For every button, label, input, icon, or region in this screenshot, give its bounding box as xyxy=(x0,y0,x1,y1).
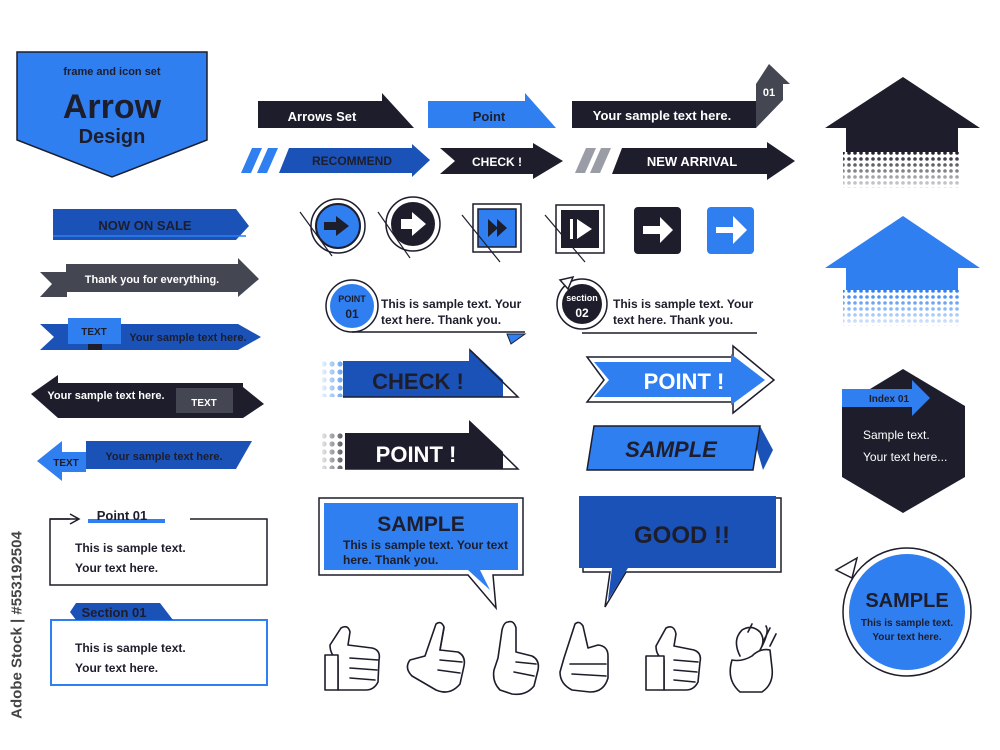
now-on-sale-label: NOW ON SALE xyxy=(98,218,191,233)
ribbon-point: Point xyxy=(428,93,556,128)
sample-text-label: Your sample text here. xyxy=(129,332,246,344)
badge-point-line2: text here. Thank you. xyxy=(381,313,501,327)
bubble-sample-title: SAMPLE xyxy=(377,513,465,536)
circle-sample: SAMPLE This is sample text. Your text he… xyxy=(834,547,972,677)
text-tag-dark-label: TEXT xyxy=(191,398,217,409)
ribbon-text-sample-blue: TEXT Your sample text here. xyxy=(40,318,261,350)
ribbon-new-arrival: NEW ARRIVAL xyxy=(575,142,795,180)
ribbon-arrows-set: Arrows Set xyxy=(258,93,414,128)
ribbon-check-label: CHECK ! xyxy=(472,155,522,169)
ribbon-sample-text-dark: Your sample text here. TEXT xyxy=(31,375,264,418)
square-skip-dark-icon xyxy=(544,204,605,263)
thank-you-label: Thank you for everything. xyxy=(85,274,219,286)
section-01-label: Section 01 xyxy=(81,605,146,620)
house-arrow-dark xyxy=(825,77,980,188)
text-tag-label: TEXT xyxy=(81,327,107,338)
pointing-up-hand-icon xyxy=(492,620,540,696)
sample-text-dark-label: Your sample text here. xyxy=(47,390,164,402)
badge-point-number: 01 xyxy=(345,307,359,321)
pointing-up-right-hand-icon xyxy=(559,621,609,693)
square-arrow-blue-icon xyxy=(707,207,754,254)
point-01-label: Point 01 xyxy=(97,508,148,523)
point-box-line1: This is sample text. xyxy=(75,541,186,555)
circle-sample-title: SAMPLE xyxy=(865,590,948,612)
speech-bubble-good: GOOD !! xyxy=(579,496,782,608)
bubble-good-label: GOOD !! xyxy=(634,522,730,549)
ribbon-point-label: Point xyxy=(473,109,506,124)
house-arrow-blue xyxy=(825,216,980,326)
section-box-line1: This is sample text. xyxy=(75,641,186,655)
ribbon-arrows-set-label: Arrows Set xyxy=(288,109,357,124)
big-check-ribbon: CHECK ! xyxy=(322,348,520,398)
box-point-01: Point 01 This is sample text. Your text … xyxy=(49,508,268,586)
ribbon-text-sample-left: TEXT Your sample text here. xyxy=(37,441,252,481)
hexagon-line2: Your text here... xyxy=(863,450,947,464)
header-badge: frame and icon set Arrow Design xyxy=(16,51,208,178)
square-arrow-dark-icon xyxy=(634,207,681,254)
badge-section-number: 02 xyxy=(575,306,589,320)
text-tag-left-label: TEXT xyxy=(53,458,79,469)
circle-sample-line1: This is sample text. xyxy=(861,618,953,629)
ok-hand-icon xyxy=(729,623,777,693)
big-point-label: POINT ! xyxy=(376,442,457,467)
ribbon-sample-text-label: Your sample text here. xyxy=(593,108,731,123)
badge-section-line2: text here. Thank you. xyxy=(613,313,733,327)
big-check-label: CHECK ! xyxy=(372,369,464,394)
hexagon-index-label: Index 01 xyxy=(869,394,909,405)
section-box-line2: Your text here. xyxy=(75,661,158,675)
point-box-line2: Your text here. xyxy=(75,561,158,575)
ribbon-now-on-sale: NOW ON SALE xyxy=(53,209,249,240)
ribbon-thank-you: Thank you for everything. xyxy=(40,258,259,297)
badge-point-line1: This is sample text. Your xyxy=(381,297,522,311)
badge-point-label: POINT xyxy=(338,294,366,304)
sample-parallelogram-ribbon: SAMPLE xyxy=(586,425,773,471)
ribbon-new-arrival-label: NEW ARRIVAL xyxy=(647,154,737,169)
box-section-01: Section 01 This is sample text. Your tex… xyxy=(50,603,268,686)
point-arrow-label: POINT ! xyxy=(644,369,725,394)
header-subtitle: Design xyxy=(79,126,146,148)
ribbon-check: CHECK ! xyxy=(440,143,563,179)
square-forward-blue-icon xyxy=(461,203,522,263)
stock-watermark-label: Adobe Stock | #553192504 xyxy=(6,515,28,735)
sample-ribbon-label: SAMPLE xyxy=(625,437,718,462)
ribbon-sample-text-number: Your sample text here. 01 xyxy=(572,64,790,128)
ribbon-recommend-label: RECOMMEND xyxy=(312,154,392,168)
pointing-up-left-hand-icon xyxy=(406,621,466,693)
sample-text-left-label: Your sample text here. xyxy=(105,451,222,463)
header-small: frame and icon set xyxy=(63,66,161,78)
thumbs-up-hand-icon xyxy=(324,625,381,691)
bubble-sample-line1: This is sample text. Your text xyxy=(343,538,508,552)
point-arrow-ribbon: POINT ! xyxy=(585,344,776,415)
badge-section-label: section xyxy=(566,293,598,303)
speech-bubble-sample: SAMPLE This is sample text. Your text he… xyxy=(318,497,524,611)
thumbs-up-right-hand-icon xyxy=(645,626,702,691)
circle-arrow-dark-icon xyxy=(377,196,441,259)
badge-section-02: section 02 This is sample text. Your tex… xyxy=(556,275,757,334)
hexagon-line1: Sample text. xyxy=(863,428,930,442)
badge-point-01: POINT 01 This is sample text. Your text … xyxy=(325,279,527,345)
ribbon-recommend: RECOMMEND xyxy=(241,144,430,177)
hexagon-index: Index 01 Sample text. Your text here... xyxy=(842,369,965,513)
header-title: Arrow xyxy=(63,88,162,126)
circle-arrow-blue-icon xyxy=(299,198,366,257)
badge-section-line1: This is sample text. Your xyxy=(613,297,754,311)
ribbon-number-label: 01 xyxy=(763,87,775,99)
big-point-ribbon: POINT ! xyxy=(322,420,520,470)
circle-sample-line2: Your text here. xyxy=(872,632,941,643)
stock-id-text: Adobe Stock | #553192504 xyxy=(8,531,26,719)
bubble-sample-line2: here. Thank you. xyxy=(343,553,438,567)
